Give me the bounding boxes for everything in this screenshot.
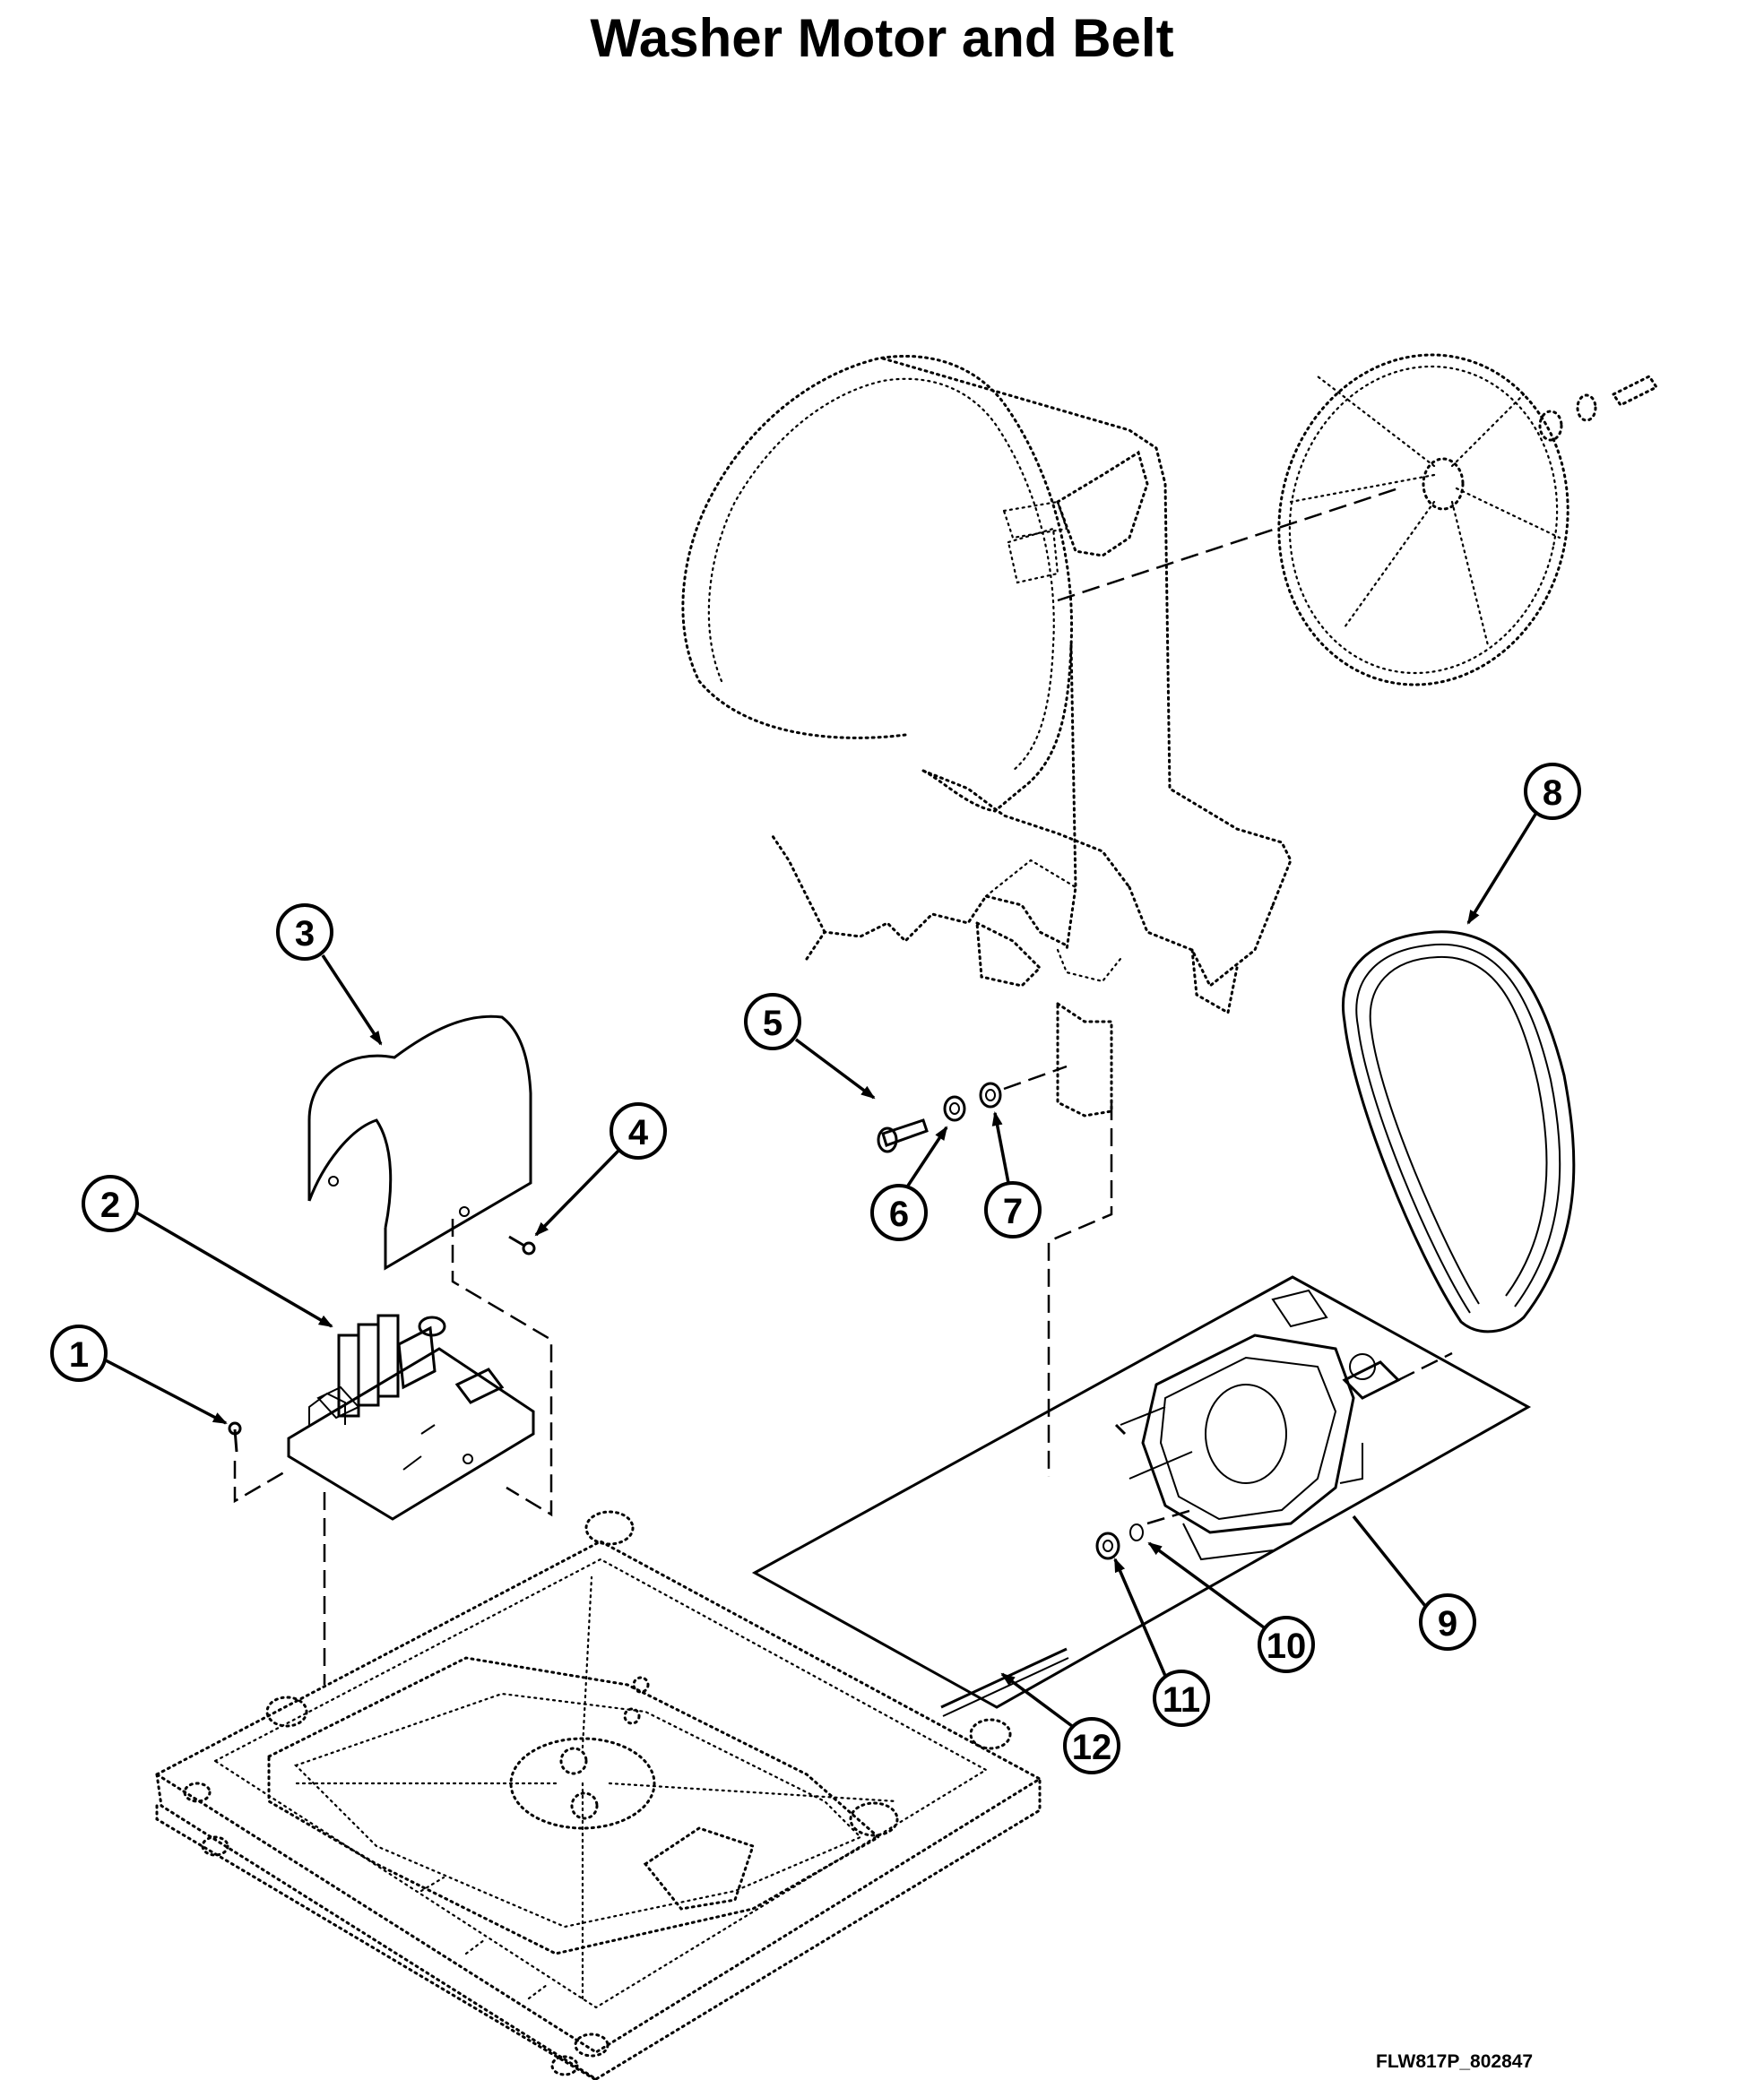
svg-text:12: 12 — [1072, 1728, 1112, 1767]
svg-text:10: 10 — [1267, 1627, 1307, 1666]
page-title: Washer Motor and Belt — [590, 8, 1174, 68]
washer-base — [154, 1510, 1042, 2080]
callout-8: 8 — [1466, 763, 1581, 925]
callout-12: 12 — [1000, 1672, 1120, 1774]
tub-bolt-washers — [877, 1065, 1113, 1477]
callout-7: 7 — [984, 1111, 1042, 1239]
callout-4: 4 — [534, 1102, 667, 1237]
callout-6: 6 — [870, 1126, 948, 1241]
tub-pulley — [1057, 353, 1659, 686]
callout-11: 11 — [1113, 1558, 1210, 1727]
diagram-id: FLW817P_802847 — [1376, 2051, 1534, 2072]
svg-text:3: 3 — [295, 914, 315, 954]
svg-text:4: 4 — [628, 1113, 649, 1152]
svg-text:9: 9 — [1438, 1604, 1457, 1644]
svg-text:11: 11 — [1163, 1680, 1200, 1720]
control-cover — [307, 1014, 553, 1517]
callout-10: 10 — [1147, 1541, 1315, 1673]
svg-text:6: 6 — [889, 1195, 909, 1234]
svg-text:5: 5 — [763, 1004, 783, 1043]
svg-text:7: 7 — [1003, 1192, 1023, 1231]
callout-9: 9 — [1352, 1515, 1476, 1651]
motor-assembly — [751, 1275, 1532, 1717]
callout-3: 3 — [276, 903, 383, 1046]
callout-5: 5 — [744, 993, 876, 1100]
svg-text:8: 8 — [1543, 773, 1562, 813]
callout-2: 2 — [82, 1175, 333, 1328]
drive-belt — [1342, 930, 1576, 1333]
callout-1: 1 — [50, 1325, 228, 1425]
svg-text:2: 2 — [100, 1186, 120, 1225]
svg-text:1: 1 — [69, 1335, 89, 1375]
washer-tub — [681, 354, 1293, 1118]
control-board — [228, 1314, 535, 1685]
